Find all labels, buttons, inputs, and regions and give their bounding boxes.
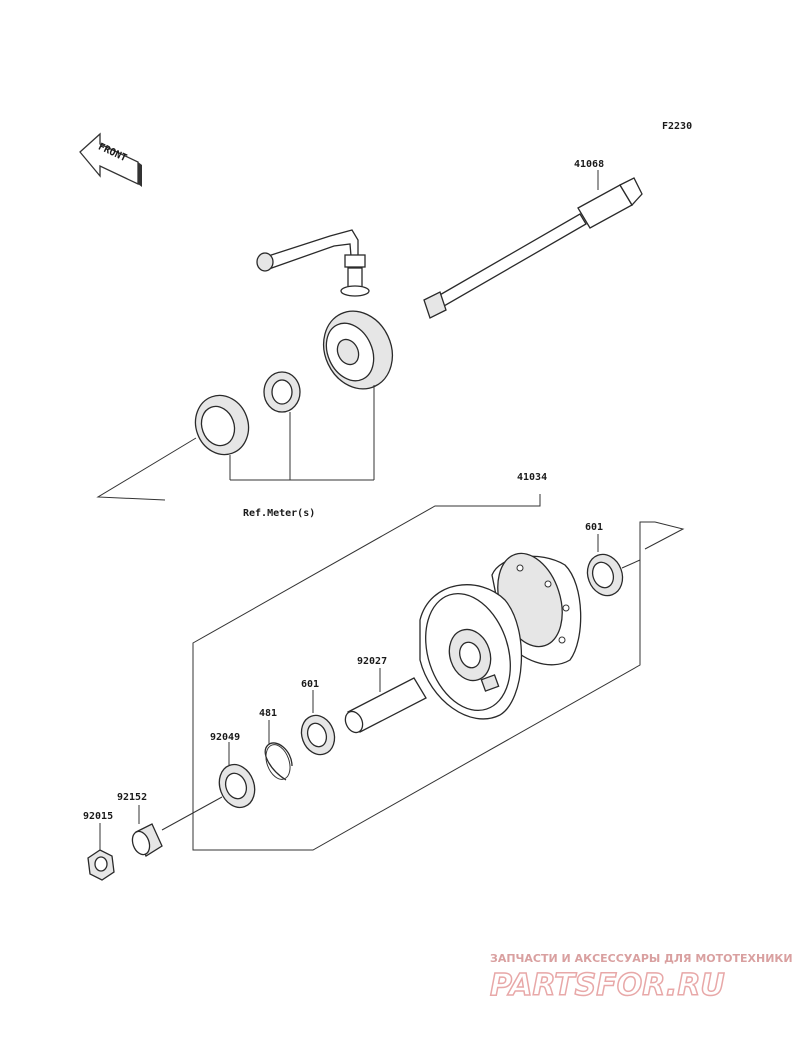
part-label-hub: 41034 xyxy=(517,472,547,483)
part-label-seal: 92049 xyxy=(210,732,240,743)
meter-drive-gear-icon xyxy=(263,371,301,480)
meter-cable-icon xyxy=(256,229,370,297)
ref-meter-label: Ref.Meter(s) xyxy=(243,508,315,519)
part-label-circlip: 481 xyxy=(259,708,277,719)
front-arrow-icon: FRONT xyxy=(79,132,142,187)
nut-icon xyxy=(87,823,115,881)
part-label-axle: 41068 xyxy=(574,159,604,170)
watermark-caption: ЗАПЧАСТИ И АКСЕССУАРЫ ДЛЯ МОТОТЕХНИКИ xyxy=(490,952,793,965)
wheel-hub-icon xyxy=(419,552,582,720)
spacer-icon xyxy=(344,668,427,734)
part-label-collar: 92152 xyxy=(117,792,147,803)
collar-icon xyxy=(131,796,223,857)
meter-gearbox-icon xyxy=(322,310,394,480)
part-label-nut: 92015 xyxy=(83,811,113,822)
circlip-icon xyxy=(264,720,293,781)
part-label-bearing-right: 601 xyxy=(585,522,603,533)
diagram-code: F2230 xyxy=(662,121,692,132)
bearing-left-icon xyxy=(300,690,336,756)
dust-seal-icon xyxy=(194,394,250,480)
part-label-bearing-left: 601 xyxy=(301,679,319,690)
part-label-spacer: 92027 xyxy=(357,656,387,667)
oil-seal-icon xyxy=(218,742,256,809)
watermark-brand: PARTSFOR.RU xyxy=(490,968,725,1003)
axle-icon xyxy=(423,170,643,319)
bearing-right-icon xyxy=(586,534,641,597)
